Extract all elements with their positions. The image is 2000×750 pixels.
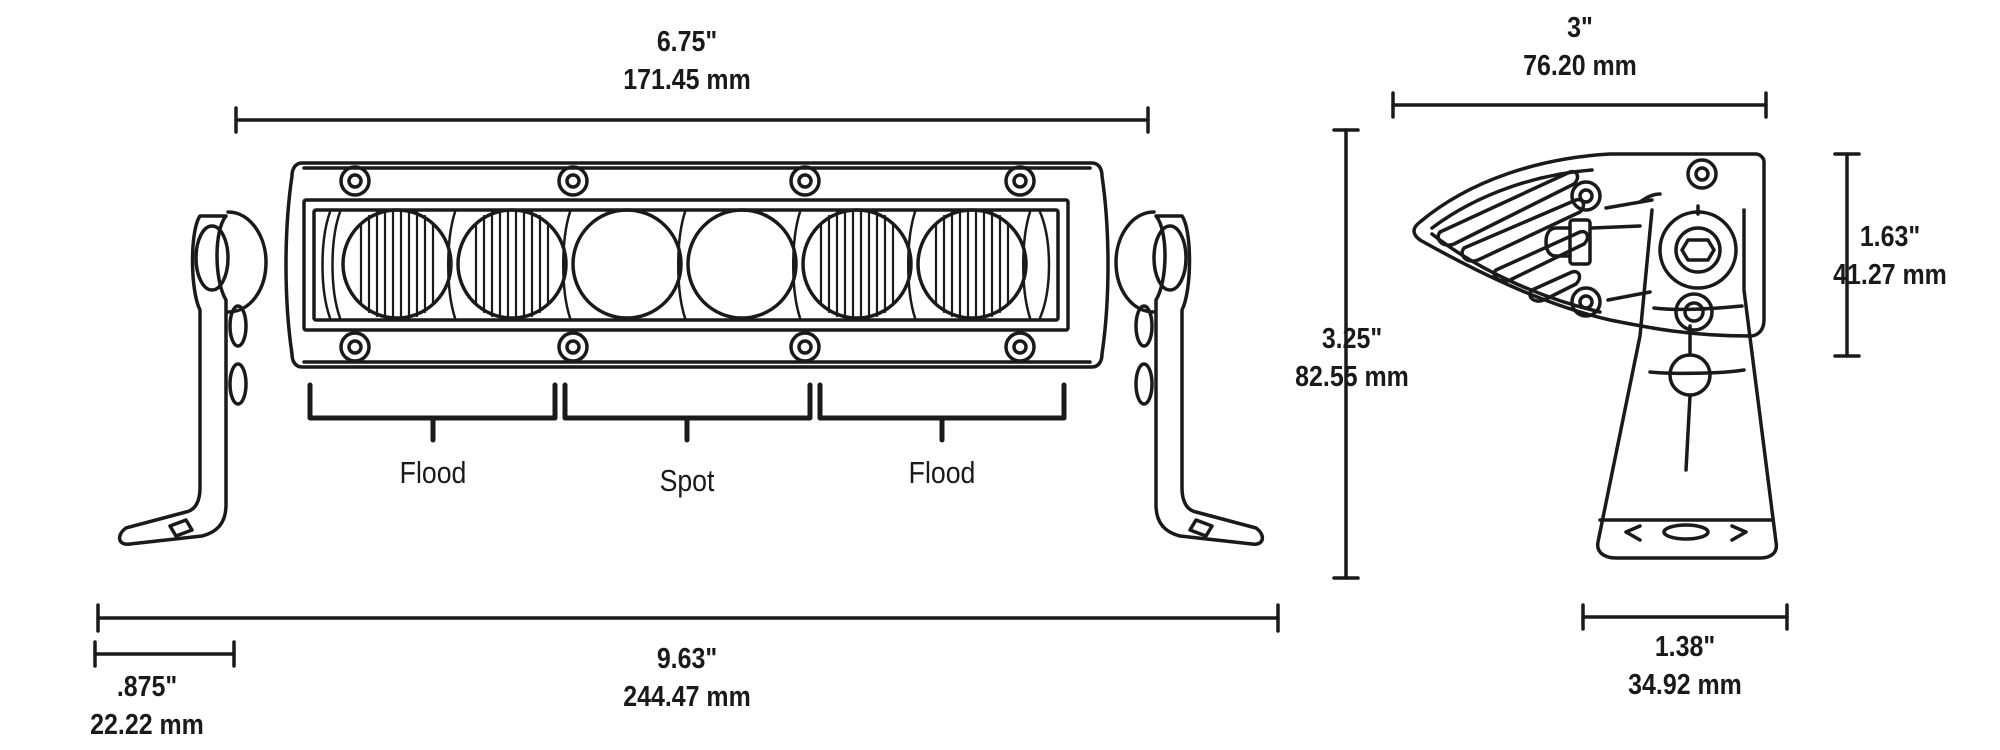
dimension-imperial: 1.38" — [1654, 631, 1716, 663]
beam-label-flood-left: Flood — [399, 455, 467, 490]
dimension-label-side-height: 1.63" 41.27 mm — [1833, 218, 1947, 294]
dimension-line-overall — [96, 603, 1280, 633]
mount-bracket-right — [1114, 210, 1265, 546]
dimension-metric: 244.47 mm — [623, 681, 751, 713]
dimension-line-side-width — [1391, 91, 1768, 119]
dimension-metric: 171.45 mm — [623, 64, 751, 96]
side-view-bracket — [1590, 192, 1779, 560]
beam-bracket-spot — [562, 382, 813, 443]
dimension-metric: 22.22 mm — [90, 709, 204, 741]
dimension-metric: 41.27 mm — [1833, 259, 1947, 291]
spot-lens-2 — [686, 208, 798, 320]
dimension-label-side-width: 3" 76.20 mm — [1523, 9, 1637, 85]
beam-bracket-flood-right — [817, 382, 1067, 443]
dimension-imperial: 1.63" — [1859, 221, 1921, 253]
light-bar-housing — [284, 161, 1110, 369]
beam-label-spot: Spot — [659, 463, 715, 498]
dimension-line-top — [234, 106, 1150, 134]
side-view-knob — [1544, 218, 1592, 266]
mount-bracket-left — [117, 210, 268, 546]
dimension-line-base — [1581, 603, 1789, 631]
side-view-pivot — [1648, 204, 1746, 472]
beam-label-flood-right: Flood — [908, 455, 976, 490]
dimension-metric: 76.20 mm — [1523, 50, 1637, 82]
dimension-imperial: 9.63" — [656, 643, 718, 675]
dimension-metric: 82.55 mm — [1295, 361, 1409, 393]
dimension-label-top-width: 6.75" 171.45 mm — [623, 23, 751, 99]
dimension-line-height — [1332, 128, 1360, 580]
dimension-imperial: .875" — [116, 671, 178, 703]
flood-lens-1 — [341, 208, 453, 320]
dimension-imperial: 6.75" — [656, 26, 718, 58]
dimension-line-side-height — [1833, 152, 1861, 358]
dimension-label-foot-width: .875" 22.22 mm — [90, 668, 204, 744]
dimension-imperial: 3" — [1567, 12, 1593, 44]
dimension-metric: 34.92 mm — [1628, 669, 1742, 701]
flood-lens-3 — [801, 208, 913, 320]
dimension-label-base-width: 1.38" 34.92 mm — [1628, 628, 1742, 704]
flood-lens-2 — [456, 208, 568, 320]
dimension-label-overall-width: 9.63" 244.47 mm — [623, 640, 751, 716]
dimension-imperial: 3.25" — [1321, 323, 1383, 355]
housing-screws — [339, 165, 1036, 363]
flood-lens-4 — [916, 208, 1028, 320]
reflector-dividers — [321, 210, 1051, 320]
beam-bracket-flood-left — [307, 382, 558, 443]
dimension-line-foot — [93, 640, 236, 668]
spot-lens-1 — [571, 208, 683, 320]
side-view-screws — [1570, 158, 1718, 318]
dimension-label-height: 3.25" 82.55 mm — [1295, 320, 1409, 396]
